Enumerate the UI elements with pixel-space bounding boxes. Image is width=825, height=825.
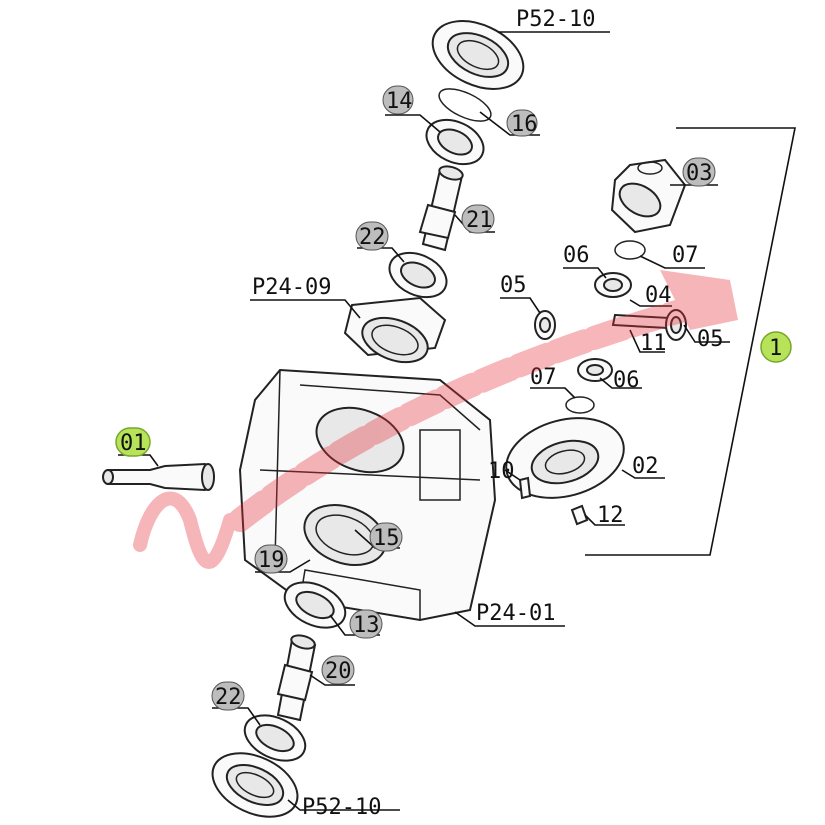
part-22-bearing-top[interactable] [382,244,453,306]
part-05-gear-right[interactable] [665,309,687,341]
label-p52-10-top: P52-10 [516,7,595,32]
tag-16 [506,109,538,137]
part-p52-10-bottom-seal[interactable] [202,741,307,825]
label-22-bottom: 22 [215,685,242,710]
part-p24-09-bearing-cover[interactable] [343,296,447,370]
label-06-a: 06 [563,243,590,268]
tag-20 [321,655,355,685]
tag-22-bottom [211,681,245,711]
label-05-b: 05 [697,327,724,352]
part-05-gear-left[interactable] [534,310,556,340]
label-p52-10-bottom: P52-10 [302,795,381,820]
label-16: 16 [511,112,538,137]
part-10-bolt[interactable] [518,476,532,500]
tag-19 [254,544,288,574]
tag-22-top [355,221,389,251]
part-21-shaft[interactable] [418,164,464,252]
label-07-b: 07 [530,365,557,390]
tag-21 [461,204,495,234]
tag-assembly-1 [760,331,792,363]
label-04: 04 [645,283,672,308]
part-06-gear-bottom[interactable] [577,358,613,382]
tag-13 [349,609,383,639]
label-13: 13 [353,613,380,638]
label-10: 10 [488,459,515,484]
label-22-top: 22 [359,225,386,250]
part-16-o-ring[interactable] [435,82,496,127]
label-p24-09: P24-09 [252,275,331,300]
part-p52-10-top-seal[interactable] [422,8,534,103]
label-19: 19 [258,548,285,573]
tag-14 [382,85,414,115]
part-20-shaft[interactable] [276,633,317,722]
part-03-differential-case[interactable] [610,158,687,234]
label-01: 01 [120,431,147,456]
label-02: 02 [632,454,659,479]
part-07-washer-top[interactable] [614,240,646,260]
label-05-a: 05 [500,273,527,298]
watermark-logo [133,270,738,569]
part-p24-01-housing[interactable] [238,368,497,622]
label-14: 14 [386,89,413,114]
part-14-bearing[interactable] [419,111,490,173]
label-07-a: 07 [672,243,699,268]
label-21: 21 [466,208,493,233]
part-01-input-shaft[interactable] [102,462,215,492]
label-p24-01: P24-01 [476,601,555,626]
part-07-washer-bottom[interactable] [565,396,595,414]
label-assembly-1: 1 [769,336,782,361]
tag-01-highlight [115,427,151,457]
tag-15 [369,522,403,552]
label-15: 15 [373,526,400,551]
part-02-ring-gear[interactable] [497,406,633,510]
label-03: 03 [686,161,713,186]
label-06-b: 06 [613,368,640,393]
part-12-bolt[interactable] [570,504,589,526]
label-12: 12 [597,503,624,528]
part-06-gear-top[interactable] [594,272,632,298]
label-11: 11 [640,331,667,356]
tag-03 [682,157,716,187]
label-20: 20 [325,659,352,684]
part-22-bearing-bottom[interactable] [238,706,313,769]
